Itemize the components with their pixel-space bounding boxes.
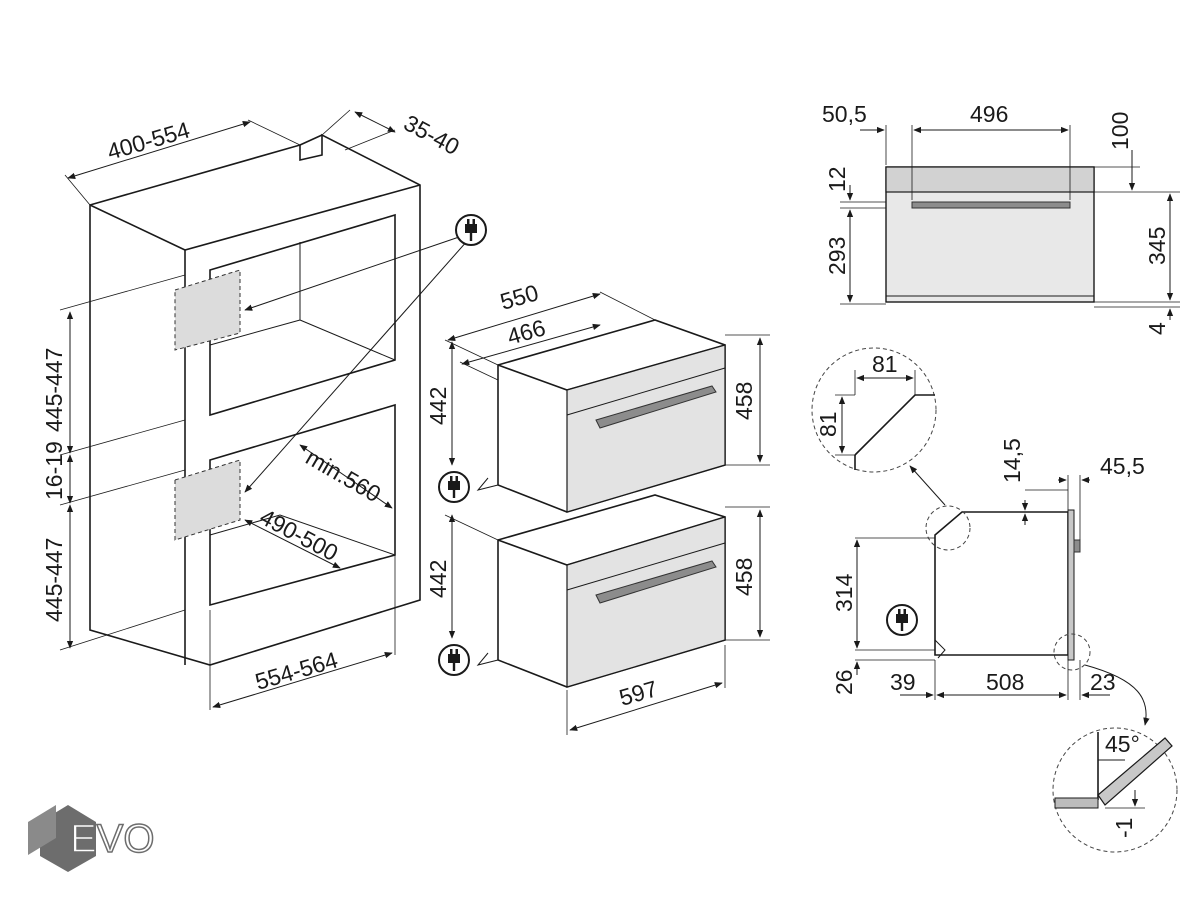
- label-min-depth: min.560: [302, 444, 386, 507]
- plug-icon: [438, 644, 470, 676]
- label-side-rear: 23: [1090, 669, 1116, 695]
- niche-cabinet: [89, 133, 469, 666]
- label-top-gap: 100: [1107, 112, 1133, 150]
- label-chamfer-h: 81: [815, 411, 841, 437]
- label-front-width: 496: [970, 101, 1008, 127]
- side-view-labels: 81 81 14,5 45,5 314 26 39 508 23 45° -1: [815, 351, 1145, 838]
- niche-dimension-lines: [59, 109, 396, 710]
- label-tolerance: -1: [1111, 818, 1137, 838]
- label-gap: 16-19: [41, 441, 67, 500]
- label-front-depth: 35-40: [400, 109, 464, 160]
- appliance-dimension-lines: [444, 291, 770, 735]
- plug-icon: [455, 214, 487, 246]
- label-chamfer-w: 81: [872, 351, 898, 377]
- label-niche-width: 554-564: [252, 646, 341, 694]
- logo-text: EVO: [70, 817, 154, 861]
- label-angle: 45°: [1105, 731, 1140, 757]
- label-panel-height: 293: [824, 237, 850, 275]
- label-front-height-top: 458: [731, 382, 757, 420]
- appliance-bottom: [476, 494, 726, 688]
- label-side-base: 26: [831, 669, 857, 695]
- label-front-total-height: 345: [1144, 227, 1170, 265]
- plug-icon: [438, 471, 470, 503]
- label-body-height-bottom: 442: [425, 560, 451, 598]
- label-side-depth: 508: [986, 669, 1024, 695]
- appliance-top: [476, 319, 726, 513]
- label-appliance-depth: 550: [497, 279, 541, 315]
- label-niche-height-bottom: 445-447: [41, 538, 67, 622]
- side-view: [811, 347, 1178, 853]
- label-appliance-width: 597: [616, 675, 660, 711]
- label-niche-height-top: 445-447: [41, 348, 67, 432]
- front-view: [840, 125, 1180, 320]
- label-niche-depth: 400-554: [104, 116, 193, 164]
- label-side-height: 314: [831, 573, 857, 612]
- label-cutout-width: 490-500: [256, 503, 343, 566]
- plug-icon: [886, 604, 918, 636]
- label-body-height-top: 442: [425, 387, 451, 425]
- label-panel-thickness: 12: [824, 166, 850, 192]
- label-bottom-gap: 4: [1144, 322, 1170, 335]
- label-side-front: 39: [890, 669, 916, 695]
- label-front-offset: 50,5: [822, 101, 867, 127]
- label-door-offset: 45,5: [1100, 453, 1145, 479]
- label-top-step: 14,5: [999, 438, 1025, 483]
- appliance-dimension-labels: 550 466 442 458 442 458 597: [425, 279, 757, 711]
- label-front-height-bottom: 458: [731, 558, 757, 596]
- front-view-labels: 50,5 496 100 12 293 345 4: [822, 101, 1170, 335]
- evo-logo: EVO: [28, 805, 155, 872]
- label-body-depth: 466: [504, 314, 548, 350]
